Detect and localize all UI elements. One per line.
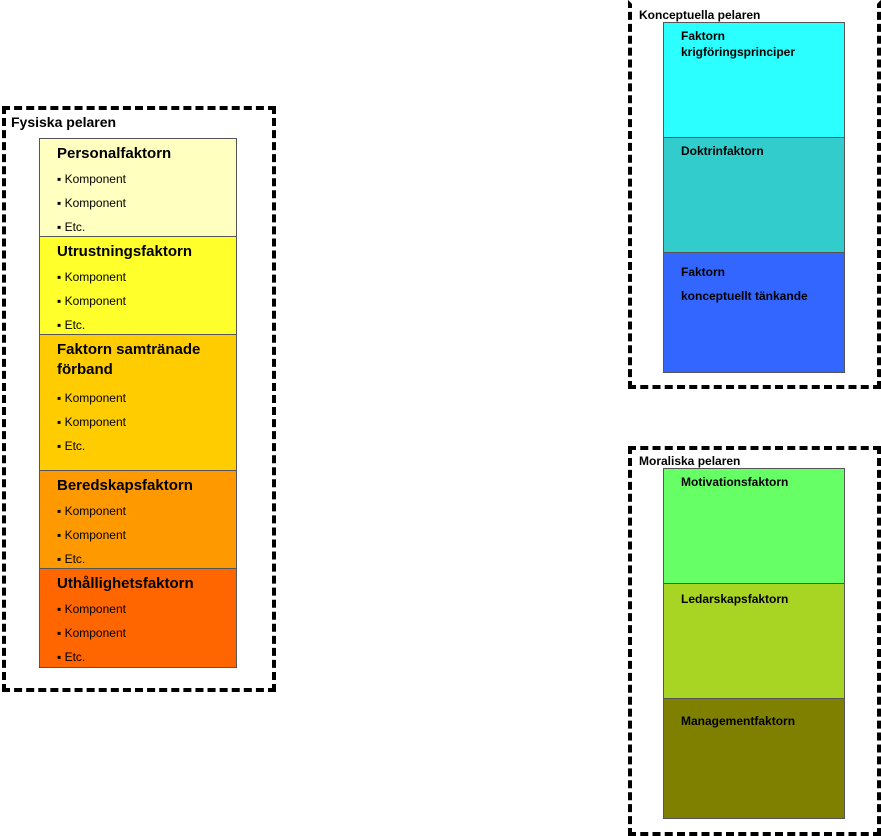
factor-title: Beredskapsfaktorn — [57, 477, 193, 494]
conceptual-factor-stack: Faktorn krigföringsprinciper Doktrinfakt… — [663, 22, 845, 373]
physical-factor-stack: Personalfaktorn ▪ Komponent ▪ Komponent … — [39, 138, 237, 668]
component-item: ▪ Komponent — [57, 626, 126, 640]
component-item: ▪ Komponent — [57, 196, 126, 210]
conceptual-pillar — [628, 0, 881, 389]
physical-pillar — [2, 106, 276, 692]
factor-warfare-principles: Faktorn krigföringsprinciper — [663, 22, 845, 138]
factor-conceptual-thinking: Faktorn konceptuellt tänkande — [663, 252, 845, 373]
factor-doctrine: Doktrinfaktorn — [663, 137, 845, 253]
moral-pillar-title: Moraliska pelaren — [639, 454, 741, 468]
factor-equipment: Utrustningsfaktorn ▪ Komponent ▪ Kompone… — [39, 236, 237, 335]
component-item: ▪ Komponent — [57, 391, 126, 405]
component-item: ▪ Etc. — [57, 552, 86, 566]
factor-title: Faktorn samtränade förband — [57, 341, 201, 378]
component-item: ▪ Komponent — [57, 602, 126, 616]
moral-factor-stack: Motivationsfaktorn Ledarskapsfaktorn Man… — [663, 468, 845, 819]
component-item: ▪ Komponent — [57, 294, 126, 308]
component-item: ▪ Etc. — [57, 439, 86, 453]
factor-title: Motivationsfaktorn — [681, 475, 789, 489]
factor-title: Ledarskapsfaktorn — [681, 592, 789, 606]
component-item: ▪ Komponent — [57, 415, 126, 429]
conceptual-pillar-title: Konceptuella pelaren — [639, 8, 761, 22]
factor-title: Uthållighetsfaktorn — [57, 575, 194, 592]
factor-joint-trained-units: Faktorn samtränade förband ▪ Komponent ▪… — [39, 334, 237, 471]
factor-readiness: Beredskapsfaktorn ▪ Komponent ▪ Komponen… — [39, 470, 237, 569]
factor-leadership: Ledarskapsfaktorn — [663, 583, 845, 699]
physical-pillar-title: Fysiska pelaren — [11, 114, 117, 130]
factor-title: Managementfaktorn — [681, 714, 796, 728]
component-item: ▪ Etc. — [57, 650, 86, 664]
component-item: ▪ Komponent — [57, 504, 126, 518]
factor-title: Doktrinfaktorn — [681, 144, 764, 158]
factor-title: Utrustningsfaktorn — [57, 243, 192, 260]
component-item: ▪ Etc. — [57, 220, 86, 234]
component-item: ▪ Komponent — [57, 172, 126, 186]
factor-sustainability: Uthållighetsfaktorn ▪ Komponent ▪ Kompon… — [39, 568, 237, 668]
component-item: ▪ Etc. — [57, 318, 86, 332]
factor-management: Managementfaktorn — [663, 698, 845, 819]
factor-title: Faktorn krigföringsprinciper — [681, 29, 796, 59]
factor-title: Personalfaktorn — [57, 145, 172, 162]
factor-personal: Personalfaktorn ▪ Komponent ▪ Komponent … — [39, 138, 237, 237]
moral-pillar — [628, 446, 881, 836]
factor-title: Faktorn — [681, 265, 726, 279]
component-item: ▪ Komponent — [57, 528, 126, 542]
factor-motivation: Motivationsfaktorn — [663, 468, 845, 584]
component-item: ▪ Komponent — [57, 270, 126, 284]
factor-title-line2: konceptuellt tänkande — [681, 289, 808, 303]
